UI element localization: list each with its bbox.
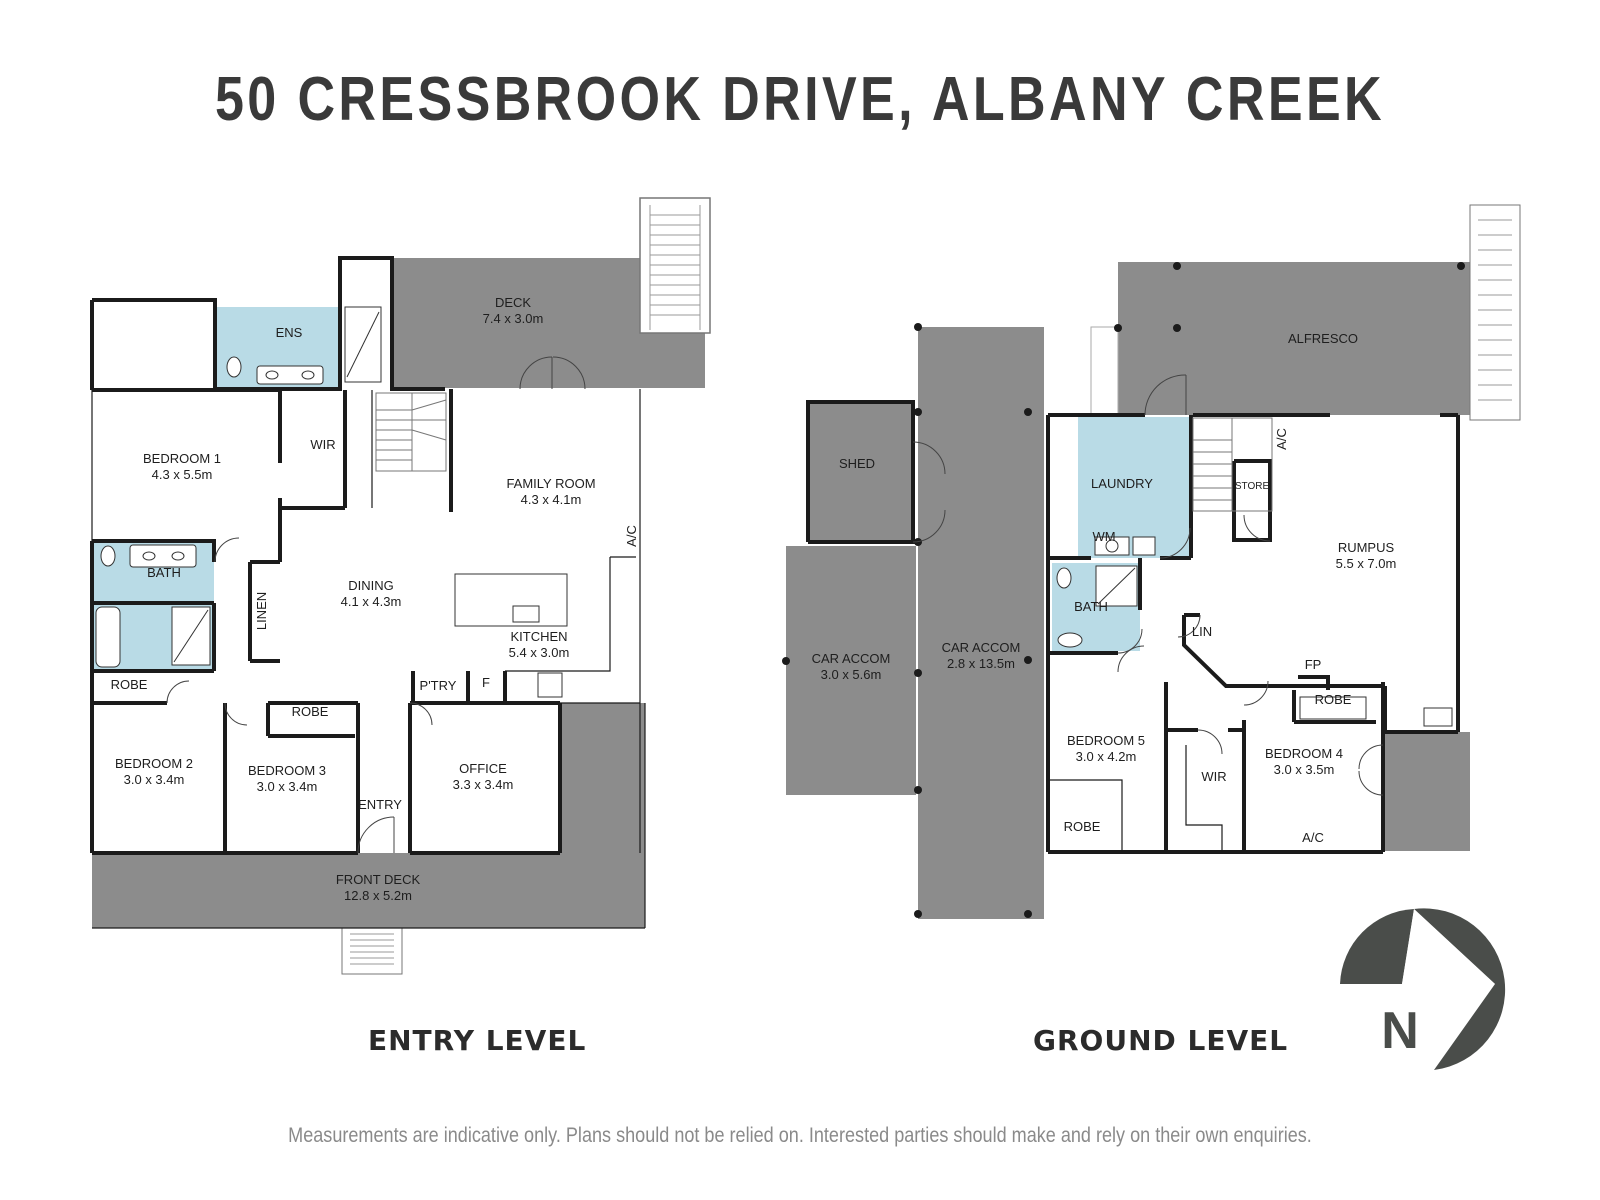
- bedroom4-size: 3.0 x 3.5m: [1274, 762, 1335, 777]
- ground-doors: [912, 374, 1384, 796]
- kitchen-label: KITCHEN: [510, 629, 567, 644]
- bedroom2-label: BEDROOM 2: [115, 756, 193, 771]
- front-stairs: [341, 927, 403, 975]
- rear-stairs: [639, 197, 711, 334]
- rumpus-label: RUMPUS: [1338, 540, 1395, 555]
- ground-interior-stairs: [1192, 417, 1273, 512]
- car-accom-long-size: 2.8 x 13.5m: [947, 656, 1015, 671]
- fridge-label: F: [482, 675, 490, 690]
- robe-label: ROBE: [111, 677, 148, 692]
- bedroom3-label: BEDROOM 3: [248, 763, 326, 778]
- bedroom2-size: 3.0 x 3.4m: [124, 772, 185, 787]
- alfresco-label: ALFRESCO: [1288, 331, 1358, 346]
- interior-stairs: [375, 392, 447, 472]
- robe-label: ROBE: [1064, 819, 1101, 834]
- bedroom5-label: BEDROOM 5: [1067, 733, 1145, 748]
- wir-label: WIR: [310, 437, 335, 452]
- disclaimer-text: Measurements are indicative only. Plans …: [288, 1124, 1312, 1147]
- bedroom1-size: 4.3 x 5.5m: [152, 467, 213, 482]
- ground-level-title: GROUND LEVEL: [1033, 1024, 1289, 1057]
- car-accom-size: 3.0 x 5.6m: [821, 667, 882, 682]
- fireplace-label: FP: [1305, 657, 1322, 672]
- car-accom-area: [786, 546, 916, 795]
- ground-level-plan: ALFRESCO SHED LAUNDRY WM A/C STORE RUMPU…: [782, 204, 1521, 919]
- ac-label: A/C: [1302, 830, 1324, 845]
- entry-level-title: ENTRY LEVEL: [368, 1024, 587, 1057]
- entry-label: ENTRY: [358, 797, 402, 812]
- bath-label: BATH: [1074, 599, 1108, 614]
- kitchen-sink: [512, 605, 540, 623]
- entry-labels: DECK 7.4 x 3.0m ENS BEDROOM 1 4.3 x 5.5m…: [111, 295, 639, 903]
- car-accom-long-label: CAR ACCOM: [942, 640, 1021, 655]
- robe-label: ROBE: [292, 704, 329, 719]
- family-room-size: 4.3 x 4.1m: [521, 492, 582, 507]
- kitchen-island: [454, 573, 568, 627]
- bedroom1-label: BEDROOM 1: [143, 451, 221, 466]
- shed-label: SHED: [839, 456, 875, 471]
- page-title: 50 CRESSBROOK DRIVE, ALBANY CREEK: [214, 65, 1386, 134]
- linen-label: LIN: [1192, 624, 1212, 639]
- compass-north-label: N: [1381, 1002, 1419, 1060]
- store-label: STORE: [1235, 481, 1270, 492]
- cooktop: [537, 672, 563, 698]
- shed-area: [808, 402, 913, 542]
- car-accom-label: CAR ACCOM: [812, 651, 891, 666]
- deck-doors: [166, 356, 586, 854]
- family-room-label: FAMILY ROOM: [506, 476, 595, 491]
- bedroom5-size: 3.0 x 4.2m: [1076, 749, 1137, 764]
- robe-label: ROBE: [1315, 692, 1352, 707]
- entry-walls: [90, 256, 646, 929]
- dining-size: 4.1 x 4.3m: [341, 594, 402, 609]
- front-deck-size: 12.8 x 5.2m: [344, 888, 412, 903]
- laundry-area: [1078, 417, 1191, 558]
- front-deck-label: FRONT DECK: [336, 872, 421, 887]
- alfresco-area: [1118, 262, 1470, 415]
- side-grey-area: [1383, 732, 1470, 851]
- dining-label: DINING: [348, 578, 394, 593]
- wm-label: WM: [1092, 529, 1115, 544]
- ac-label: A/C: [624, 525, 639, 547]
- office-size: 3.3 x 3.4m: [453, 777, 514, 792]
- linen-label: LINEN: [254, 592, 269, 630]
- wir-label: WIR: [1201, 769, 1226, 784]
- side-deck-area: [560, 703, 645, 855]
- bath-fixtures: [95, 544, 211, 668]
- kitchen-size: 5.4 x 3.0m: [509, 645, 570, 660]
- bedroom3-size: 3.0 x 3.4m: [257, 779, 318, 794]
- ground-fixtures: [1056, 536, 1453, 727]
- ground-rear-stairs: [1090, 204, 1521, 421]
- compass-icon: N: [1340, 908, 1506, 1070]
- pantry-label: P'TRY: [420, 678, 457, 693]
- entry-level-plan: DECK 7.4 x 3.0m ENS BEDROOM 1 4.3 x 5.5m…: [90, 197, 711, 975]
- front-deck-area: [92, 853, 645, 928]
- posts: [782, 262, 1465, 918]
- ground-labels: ALFRESCO SHED LAUNDRY WM A/C STORE RUMPU…: [812, 331, 1397, 845]
- ensuite-fixtures: [226, 306, 382, 385]
- ensuite-label: ENS: [276, 325, 303, 340]
- laundry-label: LAUNDRY: [1091, 476, 1153, 491]
- car-accom-long-area: [918, 327, 1044, 919]
- bath-label: BATH: [147, 565, 181, 580]
- ground-walls: [806, 400, 1460, 854]
- ac-label: A/C: [1274, 428, 1289, 450]
- office-label: OFFICE: [459, 761, 507, 776]
- deck-size: 7.4 x 3.0m: [483, 311, 544, 326]
- bedroom4-label: BEDROOM 4: [1265, 746, 1343, 761]
- rumpus-size: 5.5 x 7.0m: [1336, 556, 1397, 571]
- deck-label: DECK: [495, 295, 531, 310]
